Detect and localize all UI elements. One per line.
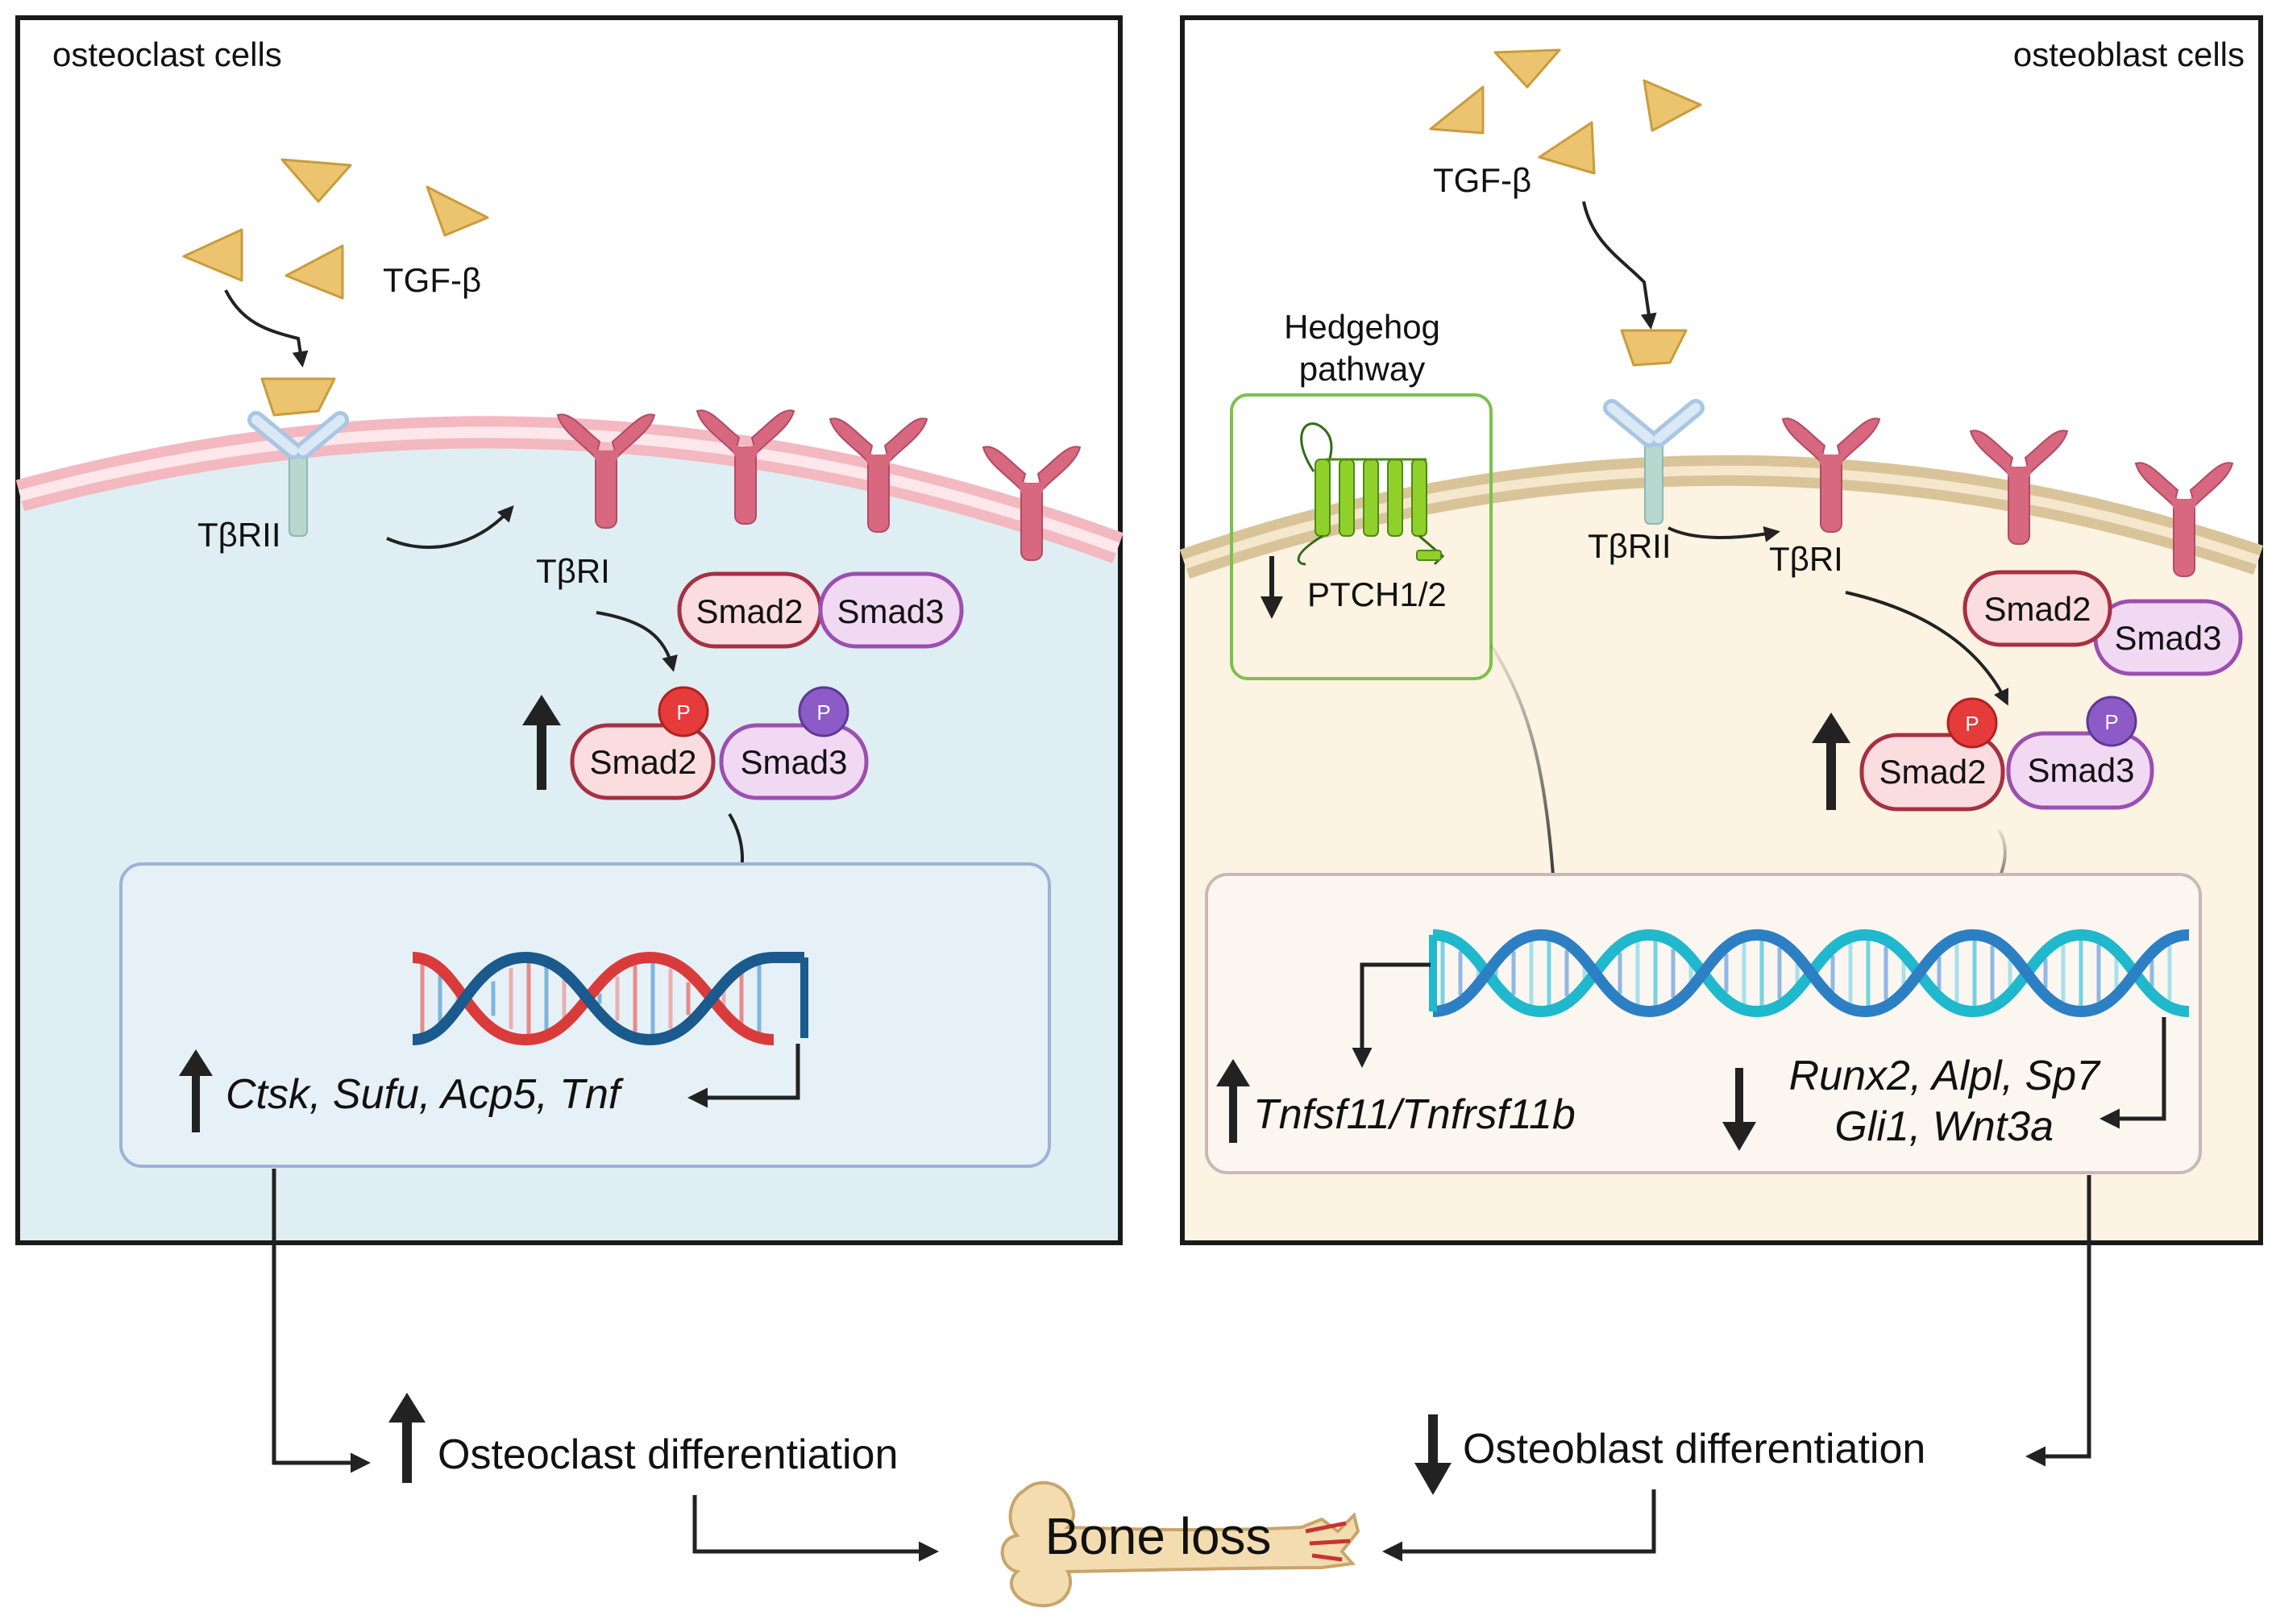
outcome-section: Osteoclast differentiation Osteoblast di… [272,1169,2091,1608]
osteoblast-to-bone-arrow [1382,1489,1656,1562]
osteoblast-upregulated-gene: Tnfsf11/Tnfrsf11b [1253,1091,1576,1138]
transcription-arrow-down-genes [2099,1017,2166,1129]
hedgehog-label-line2: pathway [1299,350,1425,388]
osteoclast-outcome-arrow [272,1169,371,1473]
osteoclast-panel: osteoclast cells TGF-β TβRII TβRI [15,15,1123,1245]
phosphorylation-arrow-osteoblast [1845,591,2009,706]
phosphorylation-arrow [596,611,678,672]
osteoclast-panel-title: osteoclast cells [52,35,282,73]
smad2-phospho-label: Smad2 [589,743,696,781]
dna-icon-osteoblast [1429,928,2190,1018]
dna-icon [412,951,808,1046]
patched-receptor-icon [1297,422,1445,566]
smad2-label-osteoblast: Smad2 [1983,590,2091,628]
osteoclast-up-arrow-icon [388,1393,426,1483]
osteoblast-panel-title: osteoblast cells [2013,35,2245,73]
ptch-label: PTCH1/2 [1307,575,1447,613]
osteoblast-outcome-arrow [2025,1175,2091,1467]
gene-up-arrow-icon-osteoblast [1216,1059,1250,1143]
binding-arrow-osteoblast [1582,201,1657,330]
smad2-label: Smad2 [696,592,803,630]
smad-complex-inactive: Smad2 Smad3 [677,571,964,649]
tgf-beta-label-osteoblast: TGF-β [1433,161,1531,199]
smad3-label: Smad3 [837,592,944,630]
smad-complex-phosphorylated: Smad2 Smad3 P P [570,686,869,800]
osteoblast-down-arrow-icon [1414,1414,1452,1495]
activation-arrow [386,505,514,549]
down-arrow-icon [1261,556,1283,619]
tgf-beta-label: TGF-β [383,261,481,299]
osteoclast-target-genes: Ctsk, Sufu, Acp5, Tnf [226,1071,624,1118]
phospho-marker-smad2: P [676,700,690,725]
activation-arrow-osteoblast [1668,526,1780,542]
tgf-beta-ligands [182,158,489,300]
phospho-marker-smad2-osteoblast: P [1965,712,1979,736]
hedgehog-arrow-line [1489,643,1557,912]
smad3-phospho-label: Smad3 [740,743,847,781]
gene-up-arrow-icon [179,1049,213,1132]
binding-arrow [224,289,309,368]
hedgehog-pathway-box [1230,393,1493,680]
osteoblast-downregulated-genes-line1: Runx2, Alpl, Sp7 [1789,1053,2101,1099]
smad-complex-phosphorylated-osteoblast: Smad2 Smad3 P P [1859,696,2154,812]
up-arrow-icon [522,695,561,790]
smad-complex-inactive-osteoblast: Smad2 Smad3 [1962,570,2243,676]
transcription-arrow-up-gene [1352,962,1431,1068]
osteoblast-downregulated-genes-line2: Gli1, Wnt3a [1834,1103,2054,1150]
tgfbr2-receptor [256,377,340,536]
bone-loss-label: Bone loss [1045,1507,1271,1565]
tgfbr2-label: TβRII [197,516,280,554]
tgfbr1-label: TβRI [536,552,610,590]
bone-icon [1000,1481,1360,1608]
hedgehog-label-line1: Hedgehog [1284,308,1440,346]
tgf-beta-ligands-osteoblast [1429,48,1702,175]
osteoblast-differentiation-label: Osteoblast differentiation [1463,1426,1925,1472]
gene-down-arrow-icon-osteoblast [1722,1068,1756,1151]
tgfbr2-receptor-osteoblast [1612,329,1696,524]
osteoclast-differentiation-label: Osteoclast differentiation [438,1431,898,1478]
tgfbr1-label-osteoblast: TβRI [1769,540,1843,578]
osteoblast-panel: osteoblast cells TGF-β Hedgehog pathway [1179,15,2264,1245]
up-arrow-icon-osteoblast [1812,712,1850,810]
transcription-arrow [687,1044,800,1108]
osteoclast-nucleus [119,862,1051,1168]
osteoblast-nucleus [1205,873,2202,1174]
phospho-marker-smad3-osteoblast: P [2104,710,2118,734]
osteoclast-to-bone-arrow [692,1495,939,1562]
tgfbr2-label-osteoblast: TβRII [1588,527,1671,565]
smad3-label-osteoblast: Smad3 [2114,619,2221,657]
phospho-marker-smad3: P [816,700,830,725]
smad2-phospho-label-osteoblast: Smad2 [1879,753,1986,791]
smad3-phospho-label-osteoblast: Smad3 [2027,751,2134,789]
